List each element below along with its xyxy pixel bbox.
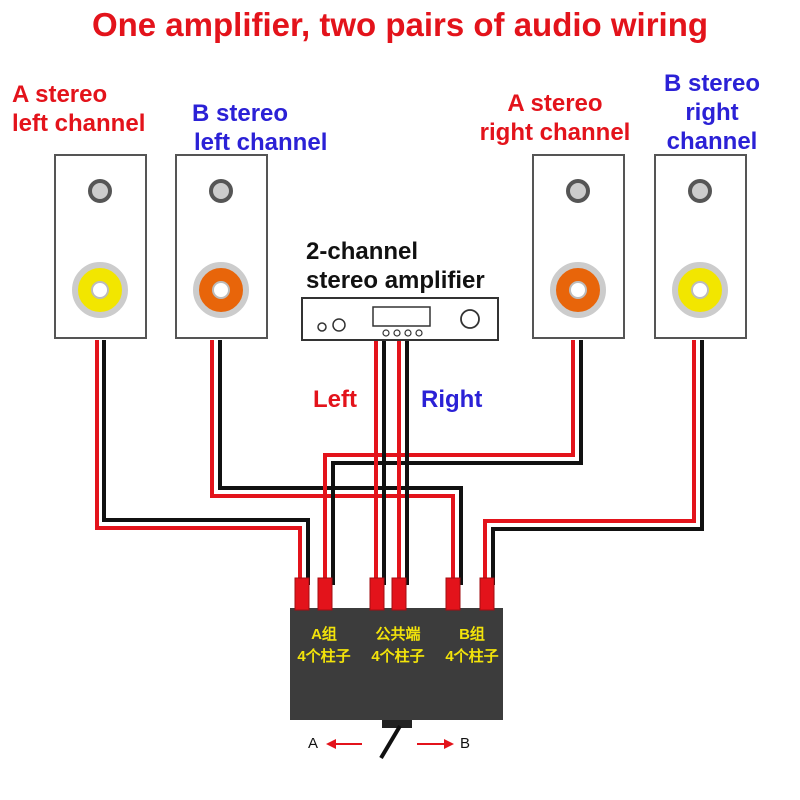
switch-common-line1: 公共端 bbox=[375, 626, 421, 643]
wire-a-right-negative bbox=[331, 340, 583, 585]
amp-volume-knob-icon bbox=[460, 309, 480, 329]
tweeter-icon bbox=[88, 179, 112, 203]
switch-group-b-line2: 4个柱子 bbox=[445, 648, 499, 665]
label-b-left-line1: B stereo bbox=[192, 100, 289, 127]
label-b-right-line2: right bbox=[685, 99, 739, 126]
switch-base-icon bbox=[382, 720, 412, 728]
amp-display-icon bbox=[372, 306, 431, 327]
switch-direction-b: B bbox=[460, 735, 471, 752]
wire-b-right-negative bbox=[491, 340, 704, 585]
wire-a-right-positive bbox=[323, 340, 575, 585]
amp-button-icon bbox=[415, 329, 423, 337]
label-b-left: B stereo left channel bbox=[192, 99, 327, 157]
terminal-posts bbox=[294, 577, 495, 611]
label-a-left-line2: left channel bbox=[12, 110, 146, 137]
switch-group-a: A组 4个柱子 bbox=[284, 624, 364, 668]
switch-group-b-line1: B组 bbox=[459, 626, 485, 643]
switch-common-line2: 4个柱子 bbox=[371, 648, 425, 665]
label-amplifier-line1: 2-channel bbox=[306, 238, 419, 265]
switch-common: 公共端 4个柱子 bbox=[358, 624, 438, 668]
switch-group-a-line2: 4个柱子 bbox=[297, 648, 351, 665]
speaker-a-left bbox=[54, 154, 147, 339]
label-a-right: A stereo right channel bbox=[470, 89, 640, 147]
tweeter-icon bbox=[566, 179, 590, 203]
wire-b-left-negative bbox=[218, 340, 463, 585]
label-amplifier-line2: stereo amplifier bbox=[306, 267, 485, 294]
switch-group-a-line1: A组 bbox=[311, 626, 337, 643]
label-channel-right: Right bbox=[421, 386, 483, 413]
amplifier-unit bbox=[301, 297, 499, 341]
diagram-title: One amplifier, two pairs of audio wiring bbox=[91, 6, 709, 43]
switch-group-b: B组 4个柱子 bbox=[432, 624, 512, 668]
wire-a-left-negative bbox=[102, 340, 310, 585]
label-a-left: A stereo left channel bbox=[12, 80, 145, 138]
label-amplifier: 2-channel stereo amplifier bbox=[306, 237, 485, 295]
amp-button-icon bbox=[382, 329, 390, 337]
label-b-right-line3: channel bbox=[666, 128, 758, 155]
amp-knob-small-icon bbox=[332, 318, 346, 332]
wire-a-left-positive bbox=[95, 340, 302, 585]
switch-lever-icon[interactable] bbox=[379, 724, 402, 760]
label-b-left-line2: left channel bbox=[194, 129, 328, 156]
amp-jack-icon bbox=[317, 322, 327, 332]
label-b-right: B stereo right channel bbox=[652, 69, 772, 156]
label-channel-left: Left bbox=[313, 386, 357, 413]
speaker-b-left bbox=[175, 154, 268, 339]
wires bbox=[95, 340, 704, 585]
label-a-right-line2: right channel bbox=[479, 119, 631, 146]
tweeter-icon bbox=[209, 179, 233, 203]
label-b-right-line1: B stereo bbox=[663, 70, 761, 97]
switch-direction-a: A bbox=[308, 735, 319, 752]
label-a-right-line1: A stereo bbox=[507, 90, 603, 117]
amp-button-icon bbox=[393, 329, 401, 337]
label-a-left-line1: A stereo bbox=[12, 81, 108, 108]
speaker-b-right bbox=[654, 154, 747, 339]
wire-b-right-positive bbox=[483, 340, 696, 585]
amp-button-icon bbox=[404, 329, 412, 337]
speaker-switch-box bbox=[290, 577, 503, 760]
speaker-a-right bbox=[532, 154, 625, 339]
tweeter-icon bbox=[688, 179, 712, 203]
